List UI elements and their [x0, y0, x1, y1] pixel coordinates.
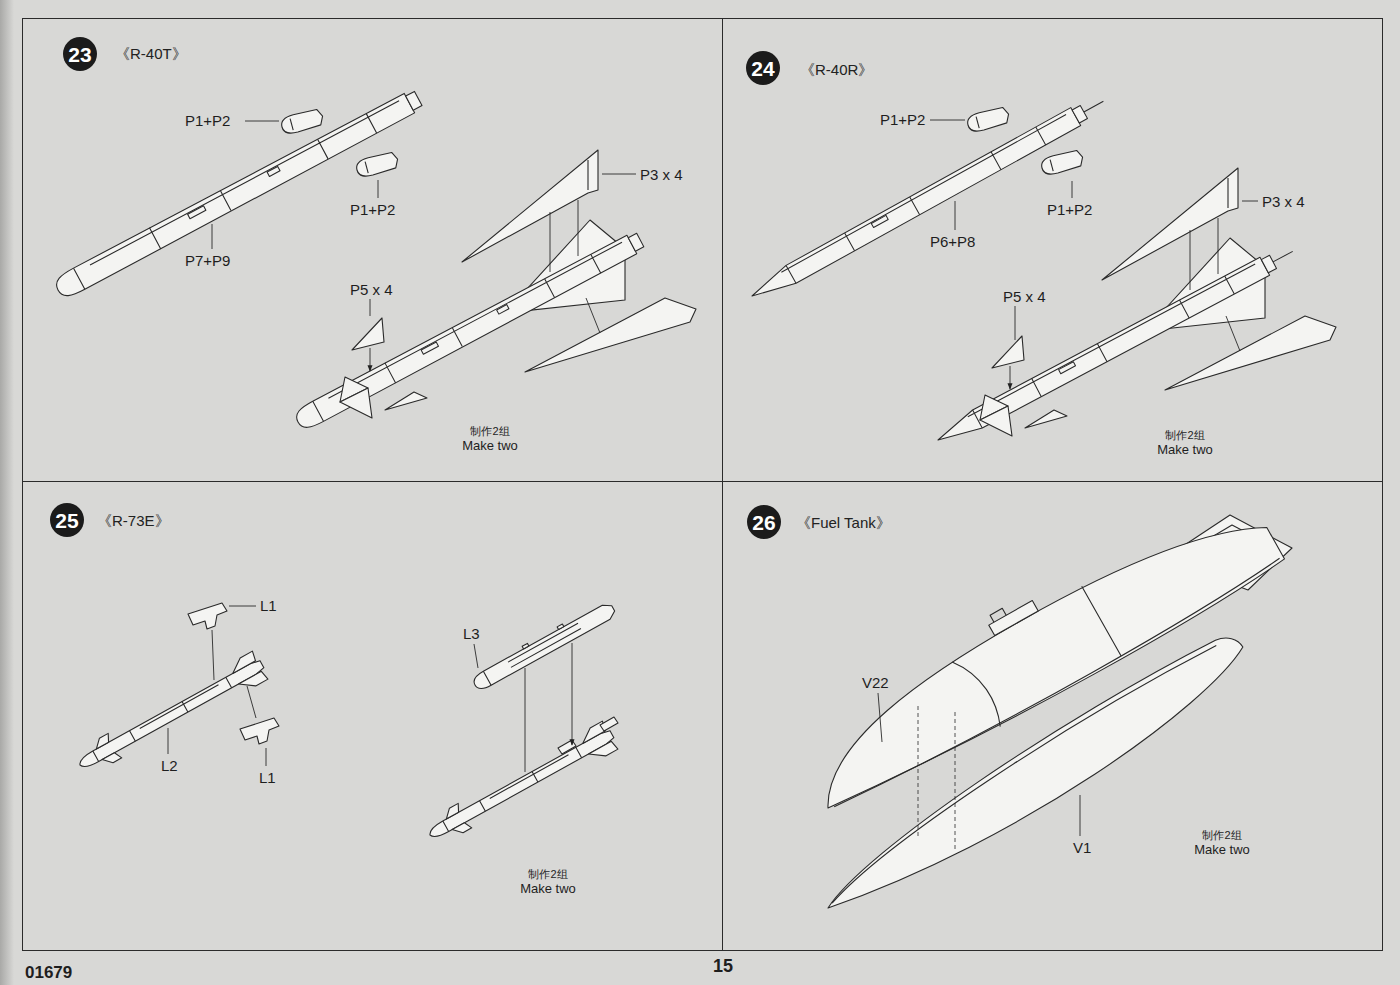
assembly-arrow	[212, 630, 572, 772]
step-number: 25	[50, 503, 84, 537]
part-number: L2	[161, 758, 178, 773]
part-number: V22	[862, 675, 889, 690]
kit-number: 01679	[25, 964, 72, 981]
launcher-rail	[470, 599, 617, 692]
part-number: P1+P2	[880, 112, 925, 127]
note: Make two	[520, 882, 576, 895]
drawing-line	[370, 299, 371, 316]
pod-part	[966, 105, 1011, 133]
drawing-line	[1080, 795, 1081, 836]
leader-lines	[168, 120, 1258, 836]
drawing-line	[229, 606, 256, 607]
missile-r73	[72, 650, 269, 779]
drawing-line	[168, 728, 169, 754]
pod-part	[280, 107, 325, 135]
step-title: 《R-40R》	[800, 62, 873, 77]
step-title: 《R-40T》	[115, 46, 187, 61]
step-panel: 《Fuel Tank》 26	[722, 481, 1383, 951]
missile-r73	[422, 720, 619, 849]
note-chinese: 制作2组	[528, 869, 567, 880]
fin-bracket	[188, 603, 227, 629]
pod-part	[1040, 148, 1085, 176]
drawing-line	[474, 644, 478, 668]
step-number-text: 23	[68, 44, 91, 65]
drawing-line	[989, 600, 1038, 635]
fin-parts	[340, 150, 696, 418]
fin-parts	[980, 168, 1336, 436]
note-chinese: 制作2组	[470, 426, 509, 437]
step-number: 26	[747, 505, 781, 539]
step-number-text: 26	[752, 512, 775, 533]
drawing-line	[1072, 181, 1073, 198]
part-number: L1	[259, 770, 276, 785]
drawing-line	[818, 642, 1228, 903]
drawing-line	[245, 121, 279, 122]
drawing-line	[602, 174, 636, 175]
drawing	[52, 88, 1336, 929]
drawing-line	[1015, 306, 1016, 340]
part-number: P1+P2	[185, 113, 230, 128]
step-number-text: 25	[55, 510, 78, 531]
missile-r40r	[747, 92, 1108, 305]
note: Make two	[462, 439, 518, 452]
part-number: L1	[260, 598, 277, 613]
photo-shade	[0, 0, 14, 985]
drawing-line	[810, 626, 1260, 928]
drawing-line	[930, 120, 965, 121]
step-panel: 《R-40T》 23	[22, 18, 723, 482]
step-number-text: 24	[751, 58, 774, 79]
missile-r40t	[52, 88, 424, 301]
alignment-line	[918, 706, 955, 852]
drawing-line	[212, 224, 213, 249]
part-number: P5 x 4	[1003, 289, 1046, 304]
pod-part	[355, 150, 400, 178]
step-number: 23	[63, 37, 97, 71]
fin-bracket	[240, 718, 279, 744]
drawing-line	[378, 180, 379, 198]
step-title: 《R-73E》	[97, 513, 170, 528]
part-number: L3	[463, 626, 480, 641]
step-number: 24	[746, 51, 780, 85]
step-panel: 《R-73E》 25	[22, 481, 723, 951]
tank-half	[810, 626, 1260, 928]
step-title: 《Fuel Tank》	[796, 515, 891, 530]
note-chinese: 制作2组	[1165, 430, 1204, 441]
note-chinese: 制作2组	[1202, 830, 1241, 841]
part-number: P3 x 4	[640, 167, 683, 182]
part-number: V1	[1073, 840, 1091, 855]
drawing-line	[955, 201, 956, 230]
step-panel: 《R-40R》 24	[722, 18, 1383, 482]
drawing-line	[1242, 201, 1258, 202]
page-number: 15	[713, 957, 733, 975]
part-number: P1+P2	[350, 202, 395, 217]
fin-bracket	[558, 717, 618, 754]
part-number: P7+P9	[185, 253, 230, 268]
part-number: P3 x 4	[1262, 194, 1305, 209]
drawing-line	[878, 693, 882, 742]
note: Make two	[1157, 443, 1213, 456]
part-number: P6+P8	[930, 234, 975, 249]
part-number: P1+P2	[1047, 202, 1092, 217]
drawing-line	[990, 608, 1006, 622]
note: Make two	[1194, 843, 1250, 856]
part-number: P5 x 4	[350, 282, 393, 297]
drawing-line	[266, 748, 267, 766]
